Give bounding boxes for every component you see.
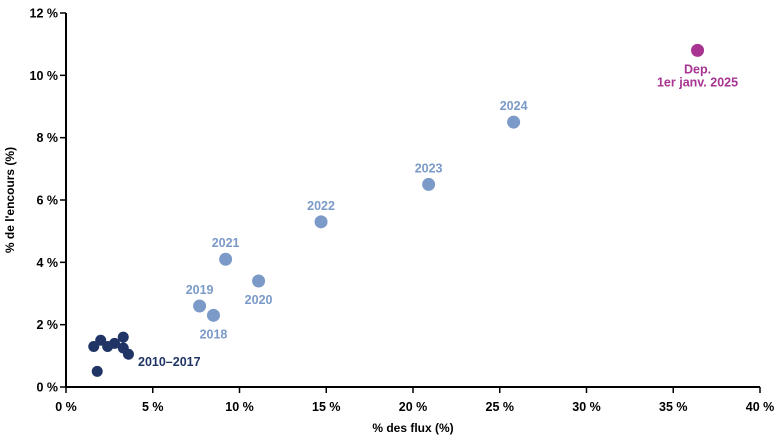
point-label: 1er janv. 2025 [657,75,738,89]
point-label: 2019 [186,283,214,297]
x-tick-label: 5 % [142,400,164,414]
x-tick-label: 0 % [55,400,77,414]
x-tick-label: 30 % [572,400,601,414]
y-tick-label: 4 % [36,256,58,270]
x-axis-title: % des flux (%) [372,421,453,435]
y-tick-label: 2 % [36,318,58,332]
data-point-2010-2017 [109,337,121,349]
x-tick-label: 20 % [399,400,428,414]
x-tick-label: 25 % [486,400,515,414]
point-label: 2021 [212,236,240,250]
data-point-2022 [314,215,328,229]
x-tick-label: 15 % [312,400,341,414]
data-point-2018 [206,308,220,322]
data-point-2010-2017 [117,331,129,343]
point-label: 2024 [500,99,528,113]
y-tick-label: 6 % [36,194,58,208]
y-tick-label: 0 % [36,381,58,395]
data-point-2019 [193,299,207,313]
point-label: Dep. [684,62,711,76]
point-label: 2020 [245,293,273,307]
data-point-2021 [219,252,233,266]
x-tick-label: 40 % [746,400,775,414]
x-tick-label: 35 % [659,400,688,414]
data-point-2020 [252,274,266,288]
data-point-2010-2017 [91,365,103,377]
point-label: 2022 [307,199,335,213]
data-point-Dep-1er-janv-2025 [691,43,705,57]
point-label: 2023 [415,161,443,175]
point-label: 2018 [200,327,228,341]
y-tick-label: 10 % [30,69,59,83]
data-point-2023 [422,177,436,191]
x-tick-label: 10 % [225,400,254,414]
y-tick-label: 8 % [36,131,58,145]
data-point-2024 [507,115,521,129]
y-tick-label: 12 % [30,7,59,21]
y-axis-title: % de l'encours (%) [3,147,17,253]
cluster-label: 2010–2017 [138,355,201,369]
data-point-2010-2017 [122,348,134,360]
